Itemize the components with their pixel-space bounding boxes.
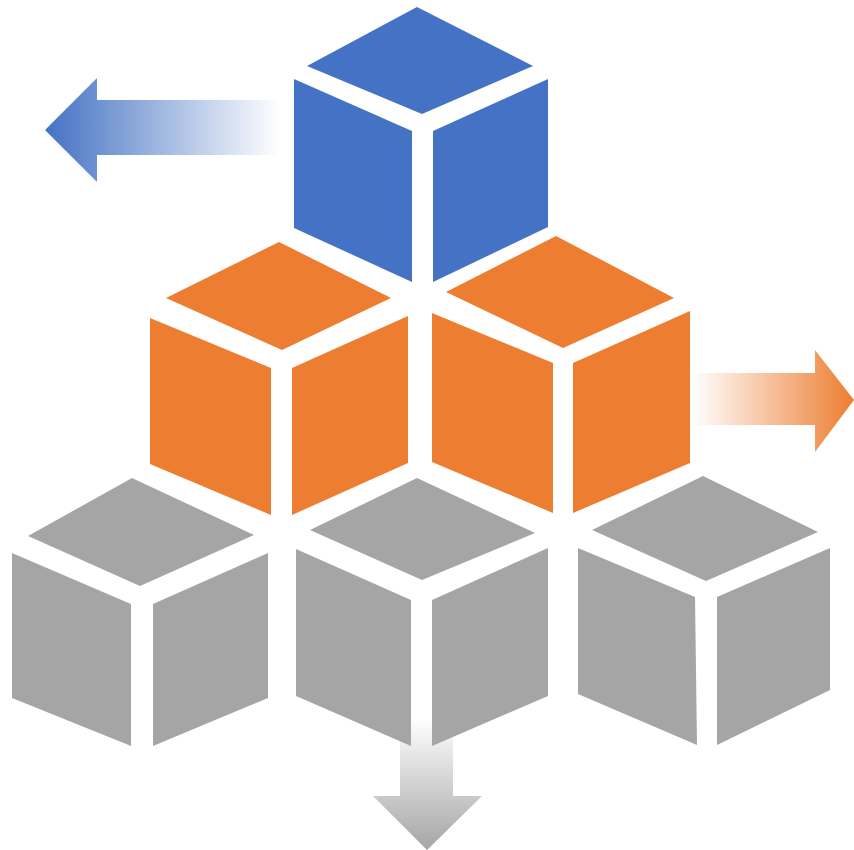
- cube-bottom-middle: [296, 478, 548, 746]
- down-arrow: [373, 718, 482, 850]
- cube-top: [294, 7, 548, 282]
- right-arrow: [693, 350, 854, 452]
- cube-middle-right: [432, 236, 690, 513]
- cube-middle-left: [150, 242, 408, 515]
- left-arrow: [45, 78, 280, 182]
- cube-bottom-right: [578, 476, 830, 745]
- cube-bottom-left: [12, 478, 268, 746]
